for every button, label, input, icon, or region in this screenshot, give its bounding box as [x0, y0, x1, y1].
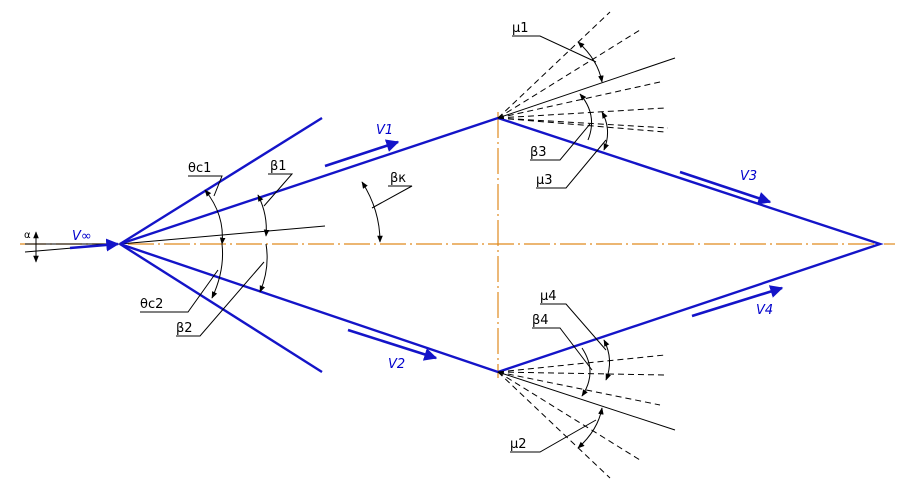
v3-label: V3 [740, 169, 757, 184]
mu4-arc [603, 339, 611, 381]
diamond-body [119, 116, 884, 374]
beta3-label: β3 [530, 145, 547, 160]
beta2-leader [176, 261, 265, 337]
beta2-arc [259, 243, 268, 293]
v2-label: V2 [388, 357, 405, 372]
beta4-arc [581, 347, 591, 397]
beta4-label: β4 [532, 313, 549, 328]
lower-front-shock [119, 242, 323, 374]
v-inf-arrow [69, 238, 120, 252]
theta-c1-leader [188, 175, 223, 197]
mu2-arc [577, 407, 604, 449]
mu3-leader [536, 139, 607, 189]
theta-c1-label: θc1 [188, 161, 211, 176]
beta1-arc [257, 194, 270, 237]
mu1-leader [512, 35, 597, 63]
beta4-leader [532, 327, 593, 371]
alpha-label: α [24, 230, 31, 241]
v4-arrow [691, 285, 784, 318]
beta3-arc [579, 93, 593, 141]
mu4-leader [540, 303, 607, 351]
mu2-label: μ2 [510, 437, 527, 452]
mu3-arc [601, 111, 609, 151]
mu4-label: μ4 [540, 289, 557, 304]
beta-k-label: βк [390, 171, 406, 186]
beta2-label: β2 [176, 321, 193, 336]
theta-c2-arc [211, 243, 223, 299]
v2-arrow [347, 328, 438, 361]
theta-c1-arc [204, 189, 226, 245]
lower-expansion-fan [497, 354, 676, 479]
beta3-leader [530, 123, 591, 161]
mu1-arc [577, 41, 604, 83]
mu3-label: μ3 [536, 173, 553, 188]
beta1-label: β1 [270, 159, 287, 174]
beta-k-arc [361, 181, 383, 243]
upper-front-shock [119, 116, 323, 246]
upper-expansion-fan [497, 11, 676, 133]
beta1-leader [263, 173, 294, 207]
v3-arrow [679, 170, 772, 205]
theta-c2-label: θc2 [140, 297, 163, 312]
v1-label: V1 [376, 123, 393, 138]
theta-c2-leader [140, 269, 219, 313]
v1-arrow [324, 139, 400, 168]
mu2-leader [510, 419, 597, 453]
beta-k-leader [371, 185, 413, 209]
v4-label: V4 [756, 303, 773, 318]
mu1-label: μ1 [512, 21, 529, 36]
v-inf-label: V∞ [72, 229, 92, 244]
